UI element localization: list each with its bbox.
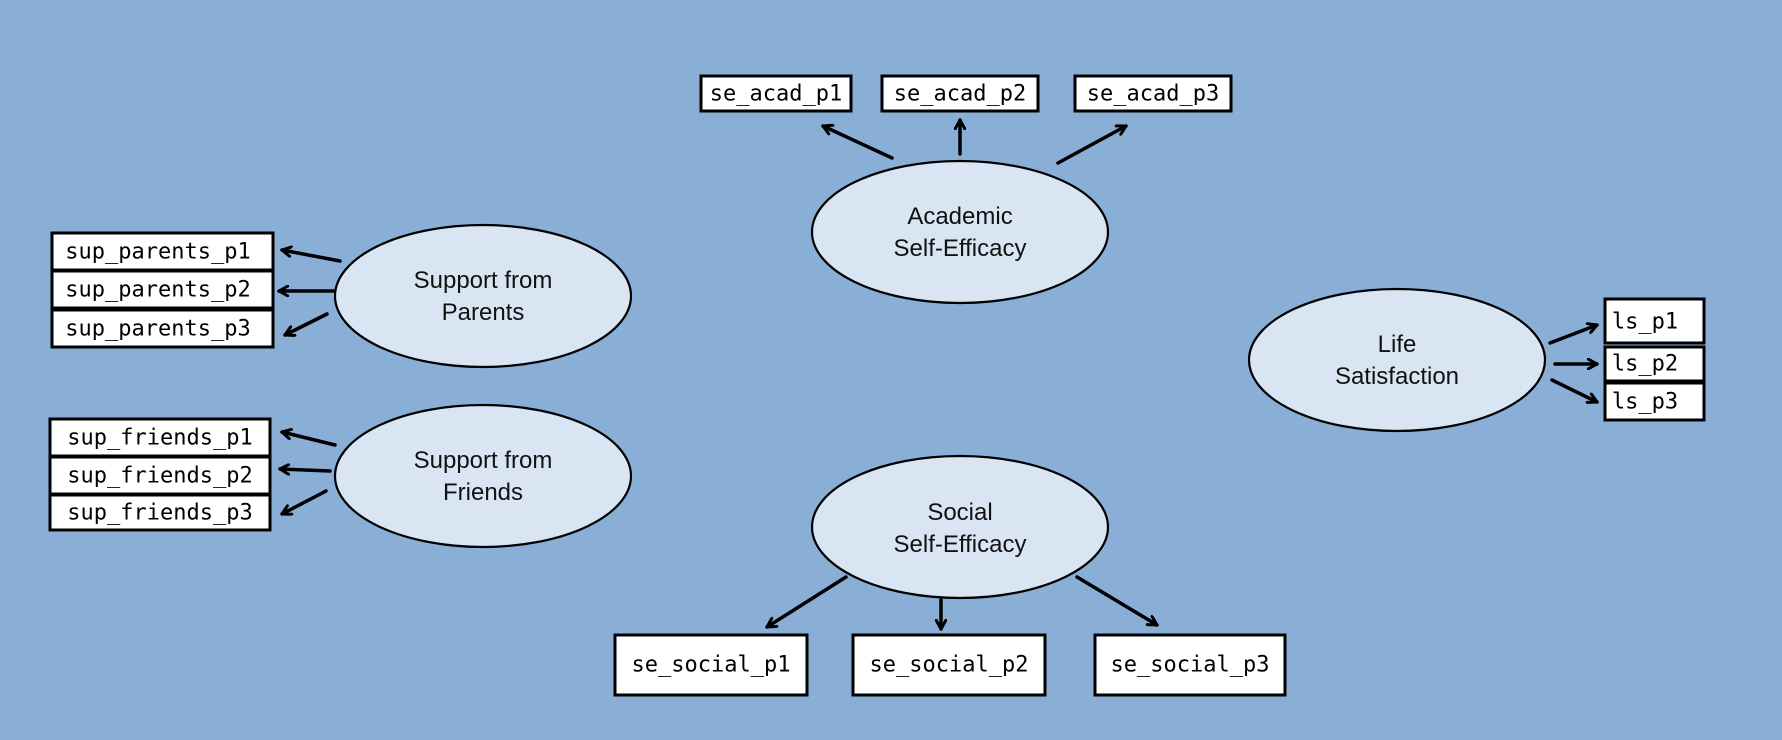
loading-arrow-sup-friends-p2 [278, 469, 332, 471]
indicator-label: sup_parents_p3 [65, 317, 250, 342]
latent-ellipse [333, 223, 633, 369]
indicator-label: se_acad_p2 [894, 82, 1026, 107]
latent-ellipse [810, 159, 1110, 305]
indicator-label: ls_p1 [1612, 310, 1678, 335]
loading-arrow-sup-friends-p3 [280, 489, 328, 514]
latent-social-self-efficacy: Social Self-Efficacy [810, 454, 1110, 600]
loading-arrow-sup-parents-p3 [283, 312, 329, 335]
loading-arrow-se-social-p3 [1075, 575, 1159, 627]
loading-arrow-se-social-p1 [765, 575, 848, 629]
indicator-sup-friends-p3: sup_friends_p3 [48, 493, 272, 532]
latent-label-line1: Support from [414, 267, 553, 294]
latent-label-line2: Self-Efficacy [894, 235, 1027, 262]
indicator-box [48, 417, 272, 458]
indicator-label: se_acad_p3 [1087, 82, 1219, 107]
indicator-box [851, 633, 1047, 697]
indicator-box [1603, 297, 1706, 345]
indicator-se-acad-p2: se_acad_p2 [880, 74, 1040, 113]
indicator-sup-friends-p2: sup_friends_p2 [48, 455, 272, 496]
indicator-box [880, 74, 1040, 113]
indicator-sup-friends-p1: sup_friends_p1 [48, 417, 272, 458]
indicator-ls-p1: ls_p1 [1603, 297, 1706, 345]
latent-label-line2: Friends [443, 479, 523, 506]
indicator-label: se_social_p3 [1111, 653, 1270, 678]
latent-ellipse [333, 403, 633, 549]
indicator-sup-parents-p2: sup_parents_p2 [50, 269, 275, 310]
latent-life-satisfaction: Life Satisfaction [1247, 287, 1547, 433]
latent-label-line1: Social [927, 499, 992, 526]
indicator-se-acad-p1: se_acad_p1 [699, 74, 853, 113]
indicator-box [50, 269, 275, 310]
indicator-box [1603, 345, 1706, 383]
latent-label-line2: Satisfaction [1335, 363, 1459, 390]
latent-label-line1: Support from [414, 447, 553, 474]
latent-label-line1: Academic [907, 203, 1012, 230]
indicator-label: ls_p3 [1612, 390, 1678, 415]
latent-support-from-friends: Support from Friends [333, 403, 633, 549]
indicator-box [1093, 633, 1287, 697]
latent-label-line2: Parents [442, 299, 525, 326]
loading-arrow-ls-p3 [1550, 378, 1599, 402]
indicator-label: se_social_p2 [870, 653, 1029, 678]
indicator-sup-parents-p1: sup_parents_p1 [50, 231, 275, 272]
loading-arrow-sup-parents-p1 [280, 250, 342, 263]
loading-arrow-se-acad-p3 [1056, 124, 1128, 165]
latent-ellipse [1247, 287, 1547, 433]
indicator-box [48, 493, 272, 532]
indicator-se-social-p1: se_social_p1 [613, 633, 809, 697]
indicator-box [1073, 74, 1233, 113]
indicator-sup-parents-p3: sup_parents_p3 [50, 308, 275, 349]
indicator-se-social-p3: se_social_p3 [1093, 633, 1287, 697]
latent-support-from-parents: Support from Parents [333, 223, 633, 369]
indicator-label: ls_p2 [1612, 352, 1678, 377]
indicator-box [699, 74, 853, 113]
latent-label-line1: Life [1378, 331, 1417, 358]
indicator-box [50, 308, 275, 349]
indicator-ls-p3: ls_p3 [1603, 381, 1706, 422]
indicator-se-acad-p3: se_acad_p3 [1073, 74, 1233, 113]
indicator-box [1603, 381, 1706, 422]
indicator-label: se_acad_p1 [710, 82, 842, 107]
latent-label-line2: Self-Efficacy [894, 531, 1027, 558]
indicator-label: se_social_p1 [632, 653, 791, 678]
indicator-label: sup_friends_p1 [67, 426, 252, 451]
indicator-label: sup_parents_p1 [65, 240, 250, 265]
indicator-se-social-p2: se_social_p2 [851, 633, 1047, 697]
loading-arrow-se-acad-p1 [821, 126, 894, 160]
latent-academic-self-efficacy: Academic Self-Efficacy [810, 159, 1110, 305]
latent-ellipse [810, 454, 1110, 600]
indicator-ls-p2: ls_p2 [1603, 345, 1706, 383]
loading-arrow-sup-friends-p1 [280, 432, 337, 447]
indicator-label: sup_parents_p2 [65, 278, 250, 303]
indicator-label: sup_friends_p3 [67, 501, 252, 526]
indicator-box [613, 633, 809, 697]
loading-arrow-ls-p1 [1548, 325, 1599, 345]
indicator-label: sup_friends_p2 [67, 464, 252, 489]
